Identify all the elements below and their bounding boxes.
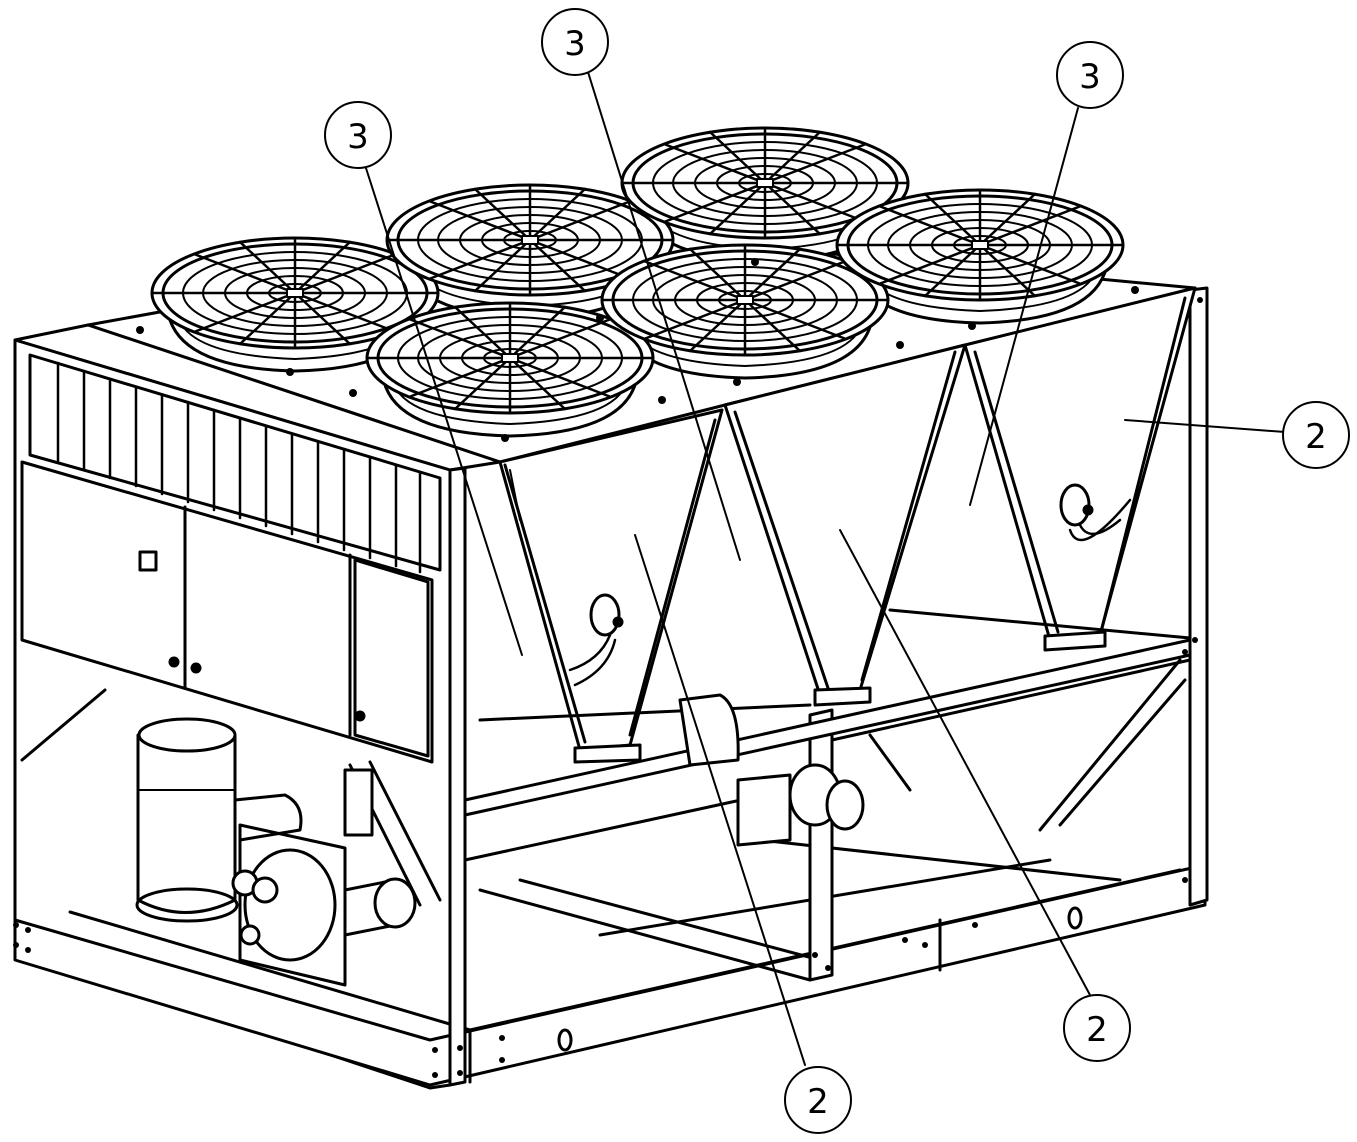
callout-label: 3 bbox=[1079, 57, 1101, 97]
callout-balloon: 3 bbox=[324, 101, 392, 169]
callout-label: 2 bbox=[807, 1082, 829, 1122]
callout-label: 3 bbox=[564, 24, 586, 64]
callout-balloon: 2 bbox=[784, 1066, 852, 1134]
callout-label: 2 bbox=[1086, 1010, 1108, 1050]
callout-balloon: 2 bbox=[1282, 401, 1350, 469]
callout-balloon: 3 bbox=[541, 8, 609, 76]
callout-label: 3 bbox=[347, 117, 369, 157]
callout-label: 2 bbox=[1305, 417, 1327, 457]
callout-balloon: 3 bbox=[1056, 41, 1124, 109]
callout-balloon: 2 bbox=[1063, 994, 1131, 1062]
